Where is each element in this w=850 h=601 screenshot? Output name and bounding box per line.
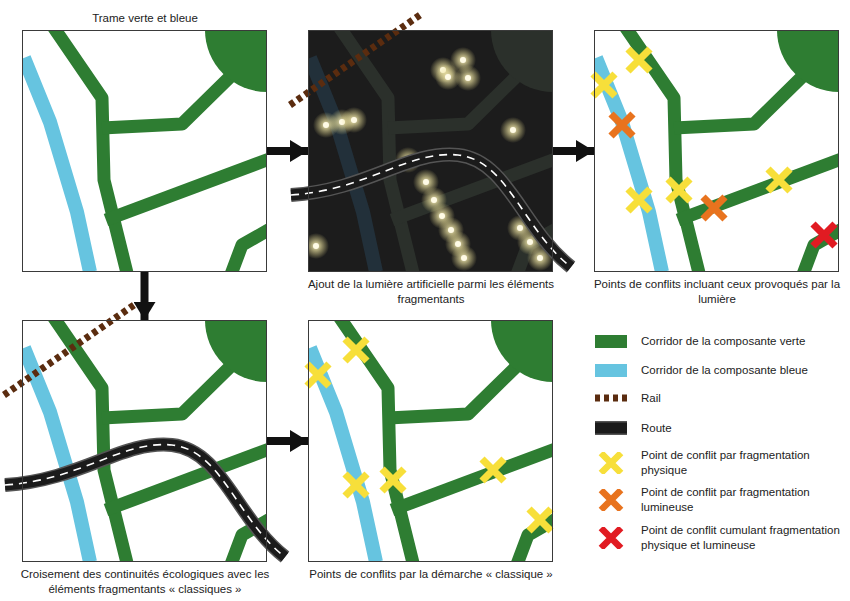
- green-corridor: [106, 158, 267, 220]
- legend-label: Corridor de la composante verte: [641, 334, 805, 349]
- forest-patch: [491, 30, 553, 92]
- conflict-cross: [382, 469, 404, 491]
- rail-line: [4, 305, 134, 395]
- conflict-cross: [593, 74, 615, 96]
- conflict-cross: [601, 528, 621, 548]
- legend-entry: Corridor de la composante bleue: [595, 353, 808, 387]
- rail-line: [290, 15, 420, 105]
- legend-swatch: [595, 330, 627, 352]
- forest-patch: [491, 320, 553, 382]
- conflict-cross: [611, 114, 633, 136]
- legend-label: Point de conflit cumulant fragmentation …: [641, 523, 846, 553]
- conflict-cross: [482, 459, 504, 481]
- panel-caption: Points de conflits par la démarche « cla…: [295, 567, 567, 582]
- legend-swatch: [595, 359, 627, 381]
- legend-entry: Point de conflit par fragmentation physi…: [595, 446, 846, 480]
- light-glow: [308, 233, 329, 259]
- conflict-cross: [813, 224, 835, 246]
- flow-arrow: [553, 147, 594, 155]
- conflict-cross: [345, 474, 367, 496]
- conflict-cross: [601, 453, 621, 473]
- green-corridor: [678, 158, 839, 220]
- legend-symbol: [595, 489, 627, 511]
- map-panel: [4, 258, 329, 567]
- legend-symbol: [595, 452, 627, 474]
- map-panel-box: Points de conflits par la démarche « cla…: [308, 320, 553, 562]
- flow-arrow: [267, 147, 308, 155]
- forest-patch: [777, 30, 839, 92]
- light-glow: [500, 117, 526, 143]
- road: [5, 445, 285, 557]
- legend-entry: Point de conflit cumulant fragmentation …: [595, 521, 846, 555]
- legend-label: Point de conflit par fragmentation lumin…: [641, 485, 846, 515]
- light-glow: [451, 245, 477, 271]
- legend-label: Corridor de la composante bleue: [641, 363, 808, 378]
- conflict-cross: [345, 339, 367, 361]
- conflict-cross: [768, 169, 790, 191]
- map-panel: [22, 0, 329, 277]
- legend-entry: Route: [595, 411, 672, 445]
- map-panel-box: Croisement des continuités écologiques a…: [22, 320, 267, 562]
- map-panel-box: Ajout de la lumière artificielle parmi l…: [308, 30, 553, 272]
- panel-caption: Trame verte et bleue: [9, 11, 281, 26]
- map-panel: [290, 0, 615, 277]
- legend-symbol: [595, 417, 627, 439]
- light-glow: [435, 64, 461, 90]
- conflict-cross: [601, 490, 621, 510]
- green-corridor: [674, 70, 809, 128]
- green-corridor: [52, 320, 128, 562]
- panel-caption: Ajout de la lumière artificielle parmi l…: [295, 277, 567, 307]
- green-corridor: [52, 30, 128, 272]
- flow-arrow: [141, 272, 149, 320]
- forest-patch: [205, 320, 267, 382]
- legend-entry: Point de conflit par fragmentation lumin…: [595, 483, 846, 517]
- legend-symbol: [595, 527, 627, 549]
- map-panel: [593, 0, 850, 277]
- green-corridor: [102, 360, 237, 418]
- light-glow: [341, 107, 367, 133]
- blue-corridor: [24, 348, 90, 562]
- blue-corridor: [24, 58, 90, 272]
- map-panel-box: Trame verte et bleue: [22, 30, 267, 272]
- road: [291, 155, 571, 267]
- conflict-cross: [703, 197, 725, 219]
- conflict-cross: [307, 364, 329, 386]
- map-panel-box: Points de conflits incluant ceux provoqu…: [594, 30, 839, 272]
- green-corridor: [392, 448, 553, 510]
- forest-patch: [205, 30, 267, 92]
- legend-entry: Corridor de la composante verte: [595, 324, 805, 358]
- green-corridor: [230, 228, 267, 272]
- legend-label: Route: [641, 421, 672, 436]
- green-corridor: [102, 70, 237, 128]
- conflict-cross: [668, 179, 690, 201]
- green-corridor: [388, 360, 523, 418]
- panel-caption: Croisement des continuités écologiques a…: [9, 567, 281, 597]
- conflict-cross: [529, 509, 551, 531]
- conflict-cross: [628, 49, 650, 71]
- panel-caption: Points de conflits incluant ceux provoqu…: [581, 277, 850, 307]
- flow-arrow: [267, 437, 308, 445]
- green-corridor: [338, 320, 414, 562]
- legend-label: Rail: [641, 391, 661, 406]
- conflict-cross: [628, 189, 650, 211]
- legend-symbol: [595, 387, 627, 409]
- legend-entry: Rail: [595, 381, 661, 415]
- legend-label: Point de conflit par fragmentation physi…: [641, 448, 846, 478]
- green-corridor: [624, 30, 700, 272]
